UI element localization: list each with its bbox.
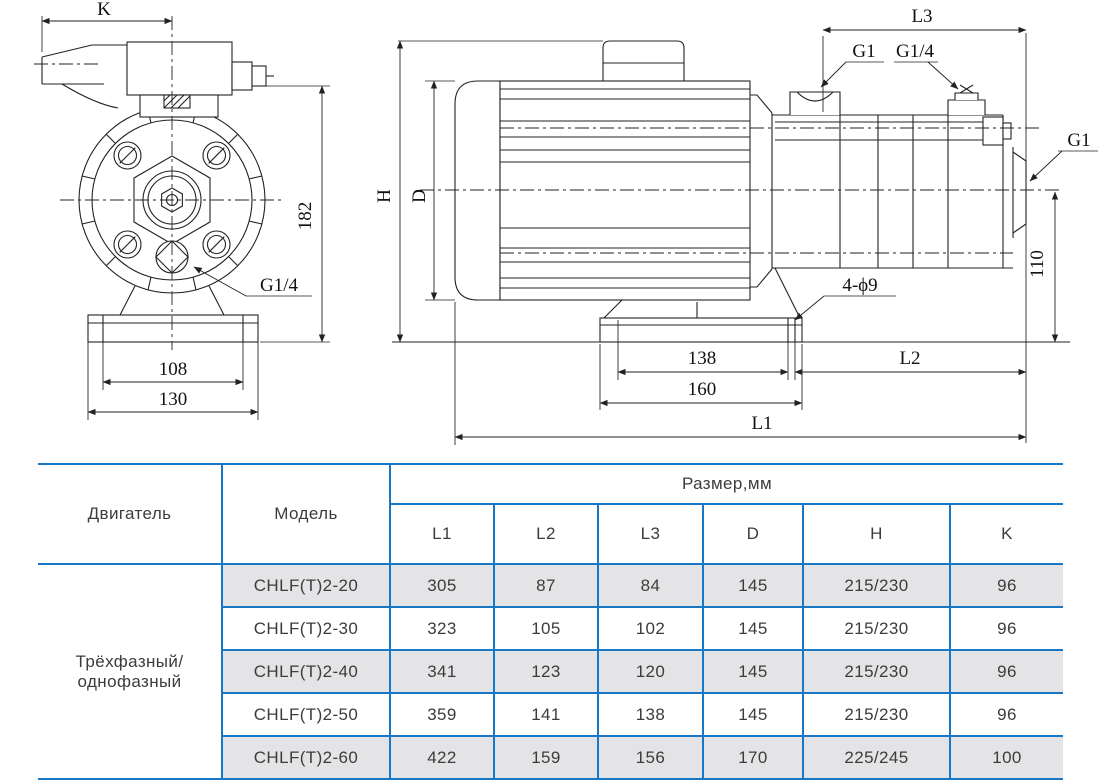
- table-cell: 105: [493, 606, 599, 651]
- model-cell: CHLF(T)2-20: [221, 563, 391, 608]
- table-header-model: Модель: [221, 463, 391, 565]
- dim-label-k: K: [97, 0, 111, 20]
- table-cell: 145: [702, 692, 804, 737]
- table-cell: 96: [948, 606, 1064, 651]
- table-cell: 87: [493, 563, 599, 608]
- table-row: CHLF(T)2-50 359 141 138 145 215/230 96: [38, 692, 1064, 737]
- table-cell: 145: [702, 606, 804, 651]
- table-cell: 141: [493, 692, 599, 737]
- dim-label-108: 108: [159, 359, 188, 380]
- table-cell: 96: [948, 692, 1064, 737]
- dim-label-110: 110: [1027, 250, 1048, 278]
- port-label-g1-suction: G1: [852, 41, 875, 62]
- model-cell: CHLF(T)2-30: [221, 606, 391, 651]
- table-header-l1: L1: [389, 503, 495, 565]
- table-cell: 145: [702, 649, 804, 694]
- dim-label-d: D: [409, 189, 430, 203]
- table-header-l3: L3: [597, 503, 704, 565]
- table-cell: 215/230: [802, 692, 951, 737]
- table-header-size: Размер,мм: [388, 463, 1064, 505]
- dim-label-l2: L2: [899, 348, 920, 369]
- bolt-heads: [113, 141, 231, 259]
- table-row: CHLF(T)2-60 422 159 156 170 225/245 100: [38, 735, 1064, 780]
- table-cell: 123: [493, 649, 599, 694]
- dim-label-160: 160: [688, 379, 717, 400]
- table-row: Трёхфазный/ однофазный CHLF(T)2-20 305 8…: [38, 563, 1064, 780]
- dim-label-h: H: [374, 189, 395, 203]
- port-label-g14-priming: G1/4: [896, 41, 935, 62]
- table-cell: 225/245: [802, 735, 951, 780]
- table-header-h: H: [802, 503, 951, 565]
- table-cell: 145: [702, 563, 804, 608]
- dimensions-table: Двигатель Модель Размер,мм L1 L2 L3 D H …: [38, 463, 1064, 780]
- table-cell: 120: [597, 649, 704, 694]
- side-view: H D L3 G1 G1/4 G1 110 4-ϕ9 138: [374, 6, 1098, 445]
- table-cell: 159: [493, 735, 599, 780]
- table-cell: 156: [597, 735, 704, 780]
- table-cell: 215/230: [802, 563, 951, 608]
- table-row: CHLF(T)2-30 323 105 102 145 215/230 96: [38, 606, 1064, 651]
- table-cell: 422: [389, 735, 495, 780]
- dim-label-138: 138: [688, 348, 717, 369]
- table-row: CHLF(T)2-40 341 123 120 145 215/230 96: [38, 649, 1064, 694]
- table-cell: 170: [702, 735, 804, 780]
- table-cell: 305: [389, 563, 495, 608]
- table-cell: 100: [948, 735, 1064, 780]
- table-header-l2: L2: [493, 503, 599, 565]
- dim-label-l3: L3: [911, 6, 932, 27]
- dim-label-182: 182: [295, 202, 316, 231]
- table-cell: 215/230: [802, 649, 951, 694]
- holes-label: 4-ϕ9: [842, 275, 877, 296]
- table-cell: 215/230: [802, 606, 951, 651]
- dim-label-l1: L1: [751, 413, 772, 434]
- engine-type-cell: Трёхфазный/ однофазный: [38, 563, 223, 780]
- table-cell: 138: [597, 692, 704, 737]
- table-cell: 102: [597, 606, 704, 651]
- model-cell: CHLF(T)2-50: [221, 692, 391, 737]
- table-header-k: K: [948, 503, 1064, 565]
- table-header-engine: Двигатель: [38, 463, 223, 565]
- model-cell: CHLF(T)2-60: [221, 735, 391, 780]
- port-label-g14-front: G1/4: [260, 275, 299, 296]
- table-cell: 359: [389, 692, 495, 737]
- port-label-g1-discharge: G1: [1067, 130, 1090, 151]
- table-cell: 96: [948, 649, 1064, 694]
- table-cell: 341: [389, 649, 495, 694]
- table-cell: 323: [389, 606, 495, 651]
- table-cell: 96: [948, 563, 1064, 608]
- table-cell: 84: [597, 563, 704, 608]
- technical-drawing: K 182 G1/4 108 130: [34, 0, 1098, 445]
- front-view: K 182 G1/4 108 130: [34, 0, 330, 420]
- table-header-d: D: [702, 503, 804, 565]
- dim-label-130: 130: [159, 389, 188, 410]
- model-cell: CHLF(T)2-40: [221, 649, 391, 694]
